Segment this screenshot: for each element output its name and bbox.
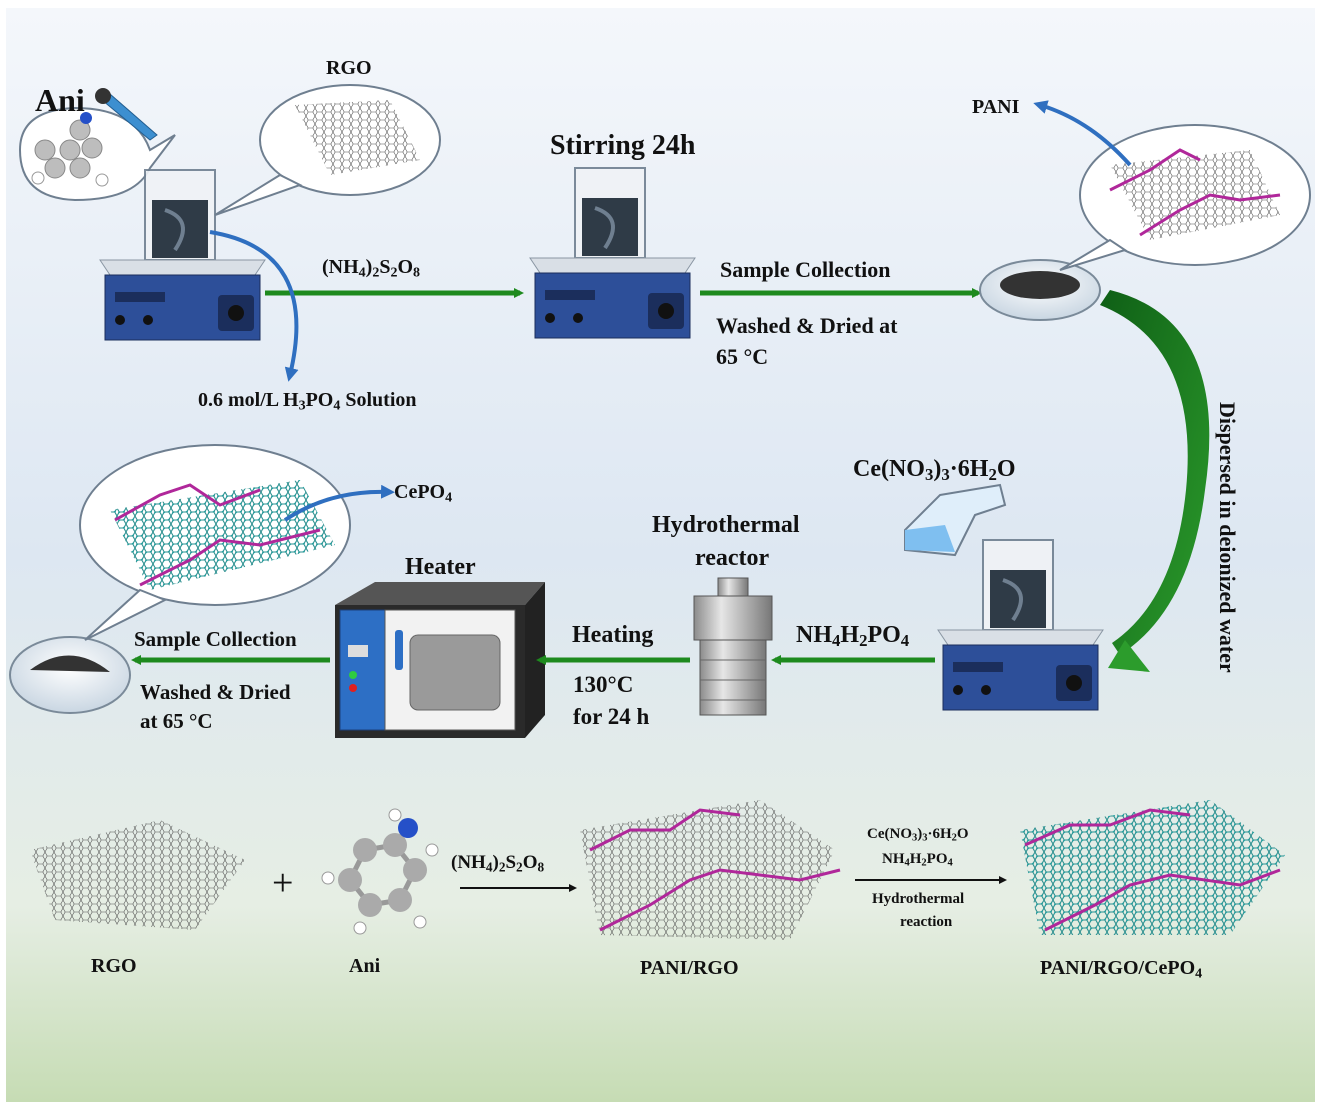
scheme-reagent-2b: NH4H2PO4	[882, 851, 953, 869]
label-pani: PANI	[972, 96, 1020, 118]
scheme-reagent-2a: Ce(NO3)3·6H2O	[867, 826, 969, 844]
label-stirring: Stirring 24h	[550, 130, 696, 161]
aniline-molecule-icon	[31, 112, 109, 187]
label-sample-collection-top: Sample Collection	[720, 257, 891, 282]
label-washed-dried-bottom-2: at 65 °C	[140, 709, 213, 733]
cepo4-callout-bubble	[79, 444, 351, 641]
scheme-pani-rgo	[580, 800, 841, 940]
label-ammonium-phosphate: NH4H2PO4	[796, 622, 910, 651]
scheme-label-final: PANI/RGO/CePO4	[1040, 957, 1203, 982]
label-washed-dried-top: Washed & Dried at	[716, 313, 898, 338]
graphene-sheet-icon	[295, 100, 420, 175]
aniline-callout-bubble	[18, 106, 176, 202]
label-washed-dried-bottom-1: Washed & Dried	[140, 680, 291, 704]
label-sample-collection-bottom: Sample Collection	[134, 627, 297, 651]
scheme-label-pani-rgo: PANI/RGO	[640, 957, 739, 979]
petri-dish-pani-rgo	[979, 259, 1101, 321]
label-heating-temp: 130°C	[573, 672, 634, 697]
scheme-aniline-molecule	[321, 808, 439, 935]
label-cerium-nitrate: Ce(NO3)3·6H2O	[853, 456, 1016, 485]
petri-dish-final	[9, 636, 131, 714]
magnetic-stirrer-2	[529, 167, 696, 339]
label-temp-top: 65 °C	[716, 344, 769, 369]
label-heating: Heating	[572, 622, 654, 648]
scheme-label-ani: Ani	[349, 955, 381, 977]
label-dispersed: Dispersed in deionized water	[1215, 402, 1240, 673]
scheme-rgo-sheet	[30, 820, 245, 930]
pani-callout-bubble	[1059, 124, 1311, 271]
scheme-label-rgo: RGO	[91, 955, 137, 977]
label-rgo-top: RGO	[326, 57, 372, 79]
solution-arrow	[209, 230, 299, 382]
scheme-condition-2b: reaction	[900, 914, 953, 930]
rgo-callout-bubble	[214, 84, 441, 216]
pani-pointer-arrow	[1033, 100, 1132, 167]
flask-icon	[904, 483, 1007, 557]
dropper-icon	[95, 88, 158, 141]
magnetic-stirrer-3	[937, 539, 1104, 711]
scheme-condition-2a: Hydrothermal	[872, 891, 965, 907]
scheme-plus: +	[272, 862, 294, 904]
scheme-reagent-1: (NH4)2S2O8	[451, 852, 545, 875]
dispersion-curved-arrow	[1100, 290, 1210, 655]
label-cepo4: CePO4	[394, 481, 453, 506]
scheme-pani-rgo-cepo4	[1020, 800, 1285, 935]
label-heating-time: for 24 h	[573, 704, 650, 729]
magnetic-stirrer-1	[99, 169, 266, 341]
label-ani: Ani	[35, 82, 85, 118]
label-phosphoric-solution: 0.6 mol/L H3PO4 Solution	[198, 389, 417, 414]
label-hydrothermal-2: reactor	[695, 545, 770, 571]
heater-oven-icon	[335, 582, 545, 738]
label-hydrothermal-1: Hydrothermal	[652, 512, 800, 538]
hydrothermal-reactor-icon	[693, 577, 773, 716]
cepo4-pointer-arrow	[283, 484, 395, 522]
label-ammonium-persulfate: (NH4)2S2O8	[322, 256, 421, 281]
label-heater: Heater	[405, 554, 476, 580]
